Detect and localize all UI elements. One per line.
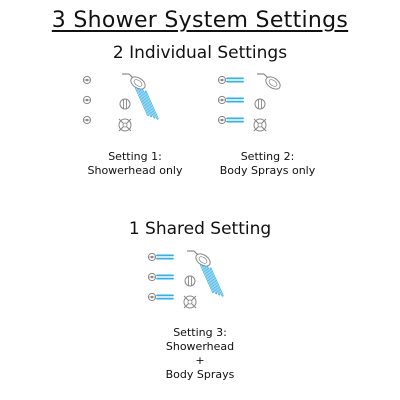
setting-2-description: Body Sprays only	[219, 164, 316, 177]
showerhead-icon	[257, 73, 281, 90]
setting-3-plus: +	[195, 354, 205, 367]
setting-3-diagram	[147, 250, 224, 309]
valve-handle-icon	[253, 118, 267, 132]
showerhead-stream	[144, 90, 159, 120]
showerhead-stream	[138, 88, 153, 118]
showerhead-stream	[209, 267, 224, 297]
page-title-text: 3 Shower System Settings	[51, 8, 349, 33]
showerhead-stream	[200, 264, 214, 293]
setting-1-description: Showerhead only	[87, 164, 183, 177]
setting-3-description-line-1: Showerhead	[165, 340, 235, 353]
body-spray-icon	[82, 95, 92, 105]
diverter-valve-icon	[254, 98, 266, 110]
body-spray-stream	[226, 77, 244, 83]
body-spray-stream	[226, 117, 244, 123]
showerhead-icon	[122, 73, 146, 90]
body-spray-icon	[217, 75, 227, 85]
setting-3-caption: Setting 3: Showerhead + Body Sprays	[140, 326, 260, 382]
body-spray-icon	[217, 115, 227, 125]
setting-2-label: Setting 2:	[240, 150, 295, 163]
page-title: 3 Shower System Settings	[0, 8, 400, 33]
setting-2-diagram	[217, 73, 281, 132]
body-spray-icon	[82, 115, 92, 125]
showerhead-icon	[187, 250, 211, 267]
valve-handle-icon	[118, 118, 132, 132]
body-spray-icon	[82, 75, 92, 85]
body-spray-stream	[156, 254, 174, 260]
body-spray-stream	[226, 97, 244, 103]
setting-3-label: Setting 3:	[173, 326, 227, 339]
setting-2-caption: Setting 2: Body Sprays only	[210, 150, 325, 178]
valve-handle-icon	[183, 295, 197, 309]
shared-setting-heading: 1 Shared Setting	[128, 219, 272, 239]
showerhead-stream	[135, 87, 149, 116]
setting-1-label: Setting 1:	[108, 150, 162, 163]
body-spray-icon	[217, 95, 227, 105]
showerhead-stream	[141, 89, 156, 119]
setting-1-diagram	[82, 73, 159, 132]
body-spray-icon	[147, 272, 157, 282]
body-spray-stream	[156, 294, 174, 300]
diverter-valve-icon	[119, 98, 131, 110]
showerhead-stream	[203, 265, 218, 295]
setting-3-description-line-2: Body Sprays	[165, 368, 235, 381]
diverter-valve-icon	[184, 275, 196, 287]
setting-1-caption: Setting 1: Showerhead only	[80, 150, 190, 178]
individual-settings-heading: 2 Individual Settings	[112, 43, 288, 63]
body-spray-icon	[147, 292, 157, 302]
showerhead-stream	[206, 266, 221, 296]
body-spray-icon	[147, 252, 157, 262]
body-spray-stream	[156, 274, 174, 280]
